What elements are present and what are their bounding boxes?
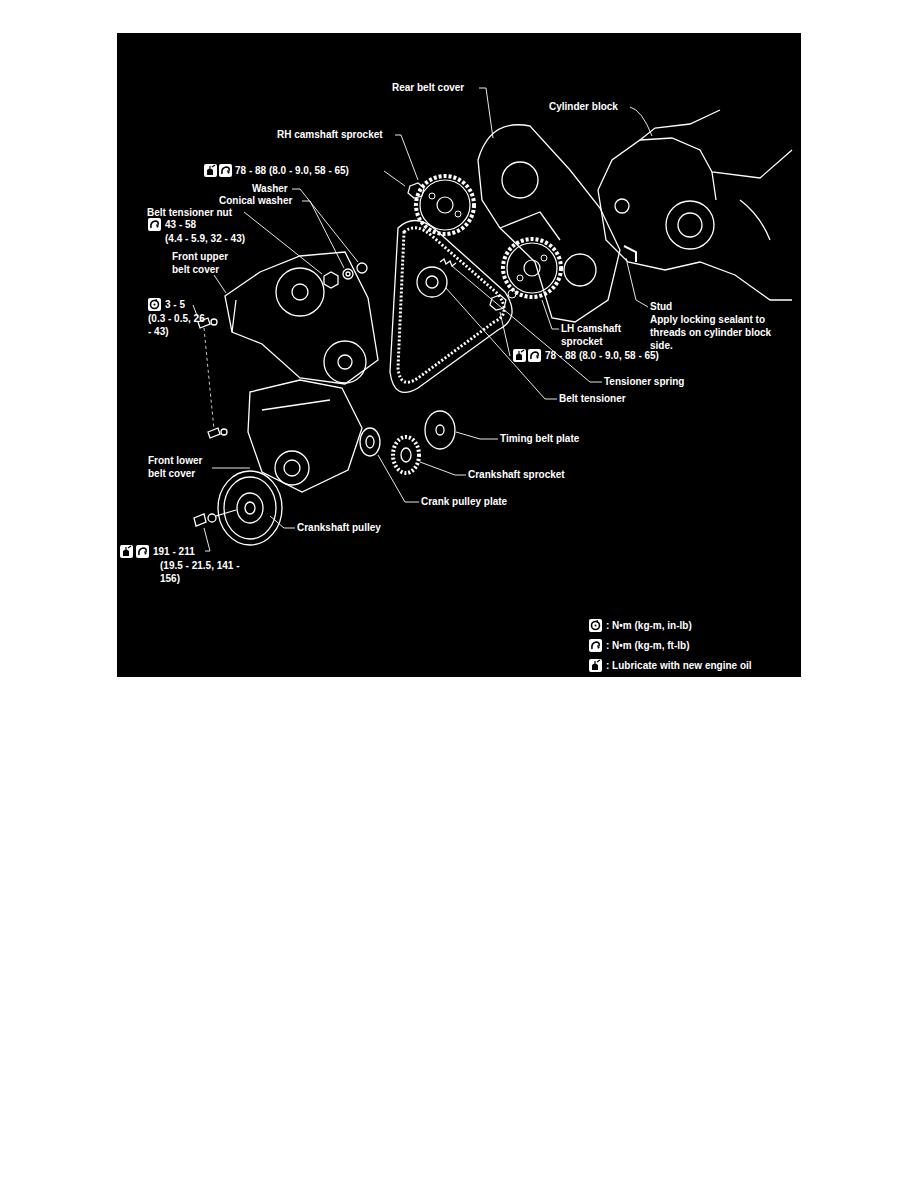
part-label: Timing belt plate <box>500 432 579 445</box>
part-label: LH camshaft sprocket <box>561 322 629 348</box>
belt-tensioner-drawing <box>417 259 456 297</box>
cylinder-block-drawing <box>598 110 792 300</box>
part-label: 78 - 88 (8.0 - 9.0, 58 - 65) <box>235 164 349 177</box>
rear-belt-cover-drawing <box>478 125 620 322</box>
part-label: Washer <box>252 182 288 195</box>
part-label: Crank pulley plate <box>421 495 507 508</box>
cover-bolts-drawing <box>198 318 227 438</box>
part-label: Tensioner spring <box>604 375 684 388</box>
leader-lines <box>193 88 652 551</box>
rh-camshaft-sprocket-drawing <box>408 176 474 234</box>
part-label: Conical washer <box>219 194 292 207</box>
part-label: Belt tensioner <box>559 392 626 405</box>
part-label: Belt tensioner nut <box>147 206 232 219</box>
crank-parts-drawing <box>360 411 455 473</box>
part-label: RH camshaft sprocket <box>277 128 383 141</box>
legend-text: : Lubricate with new engine oil <box>606 659 752 672</box>
part-label: (0.3 - 0.5, 26 - 43) <box>148 312 210 338</box>
part-label: (4.4 - 5.9, 32 - 43) <box>165 232 245 245</box>
front-upper-belt-cover-drawing <box>225 252 378 384</box>
part-label: Front lower belt cover <box>148 454 210 480</box>
part-label: Crankshaft sprocket <box>468 468 565 481</box>
part-label: 43 - 58 <box>165 218 196 231</box>
legend-text: : N•m (kg-m, in-lb) <box>606 619 692 632</box>
timing-belt-drawing <box>390 220 512 392</box>
part-label: (19.5 - 21.5, 141 - 156) <box>160 559 242 585</box>
illustration-ground <box>117 33 801 677</box>
part-label: Crankshaft pulley <box>297 521 381 534</box>
torque-symbols <box>120 164 602 672</box>
part-label: 3 - 5 <box>165 298 185 311</box>
part-label: Apply locking sealant to threads on cyli… <box>650 313 790 352</box>
part-label: 78 - 88 (8.0 - 9.0, 58 - 65) <box>545 349 659 362</box>
part-label: 191 - 211 <box>153 545 195 558</box>
part-label: Cylinder block <box>549 100 618 113</box>
part-label: Front upper belt cover <box>172 250 240 276</box>
part-label: Rear belt cover <box>392 81 464 94</box>
crankshaft-pulley-drawing <box>194 471 282 545</box>
legend-text: : N•m (kg-m, ft-lb) <box>606 639 690 652</box>
part-label: Stud <box>650 300 672 313</box>
